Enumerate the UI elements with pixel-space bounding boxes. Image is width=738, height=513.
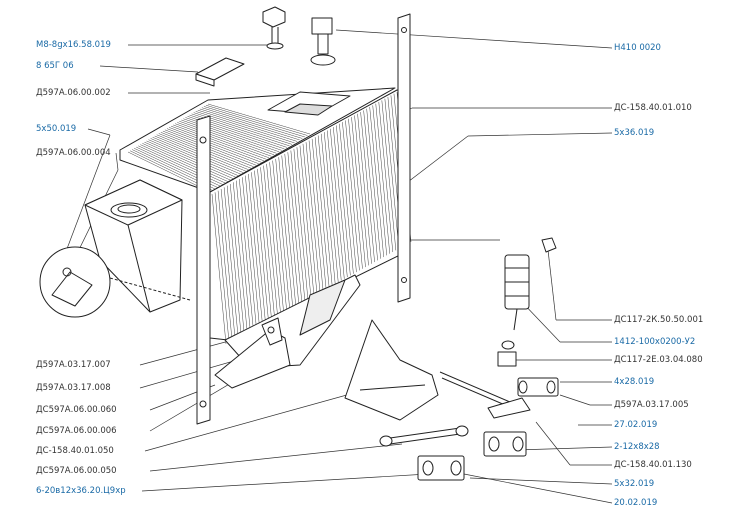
radiator-core-icon [119, 87, 412, 345]
part-label-l03: Д597А.06.00.002 [36, 88, 111, 98]
part-label-r03[interactable]: 5х36.019 [614, 128, 655, 138]
part-label-l08: ДС597А.06.00.060 [36, 405, 117, 415]
part-label-r07[interactable]: 4х28.019 [614, 377, 655, 387]
part-label-r01[interactable]: Н410 0020 [614, 43, 661, 53]
detail-magnifier-icon [39, 246, 191, 318]
part-label-l07: Д597А.03.17.008 [36, 383, 111, 393]
mount-bracket-right [344, 319, 439, 421]
part-label-l06: Д597А.03.17.007 [36, 360, 111, 370]
part-label-r04: ДС117-2К.50.50.001 [614, 315, 704, 325]
bracket-icon [196, 13, 411, 425]
part-label-r05[interactable]: 1412-100х0200-У2 [614, 337, 696, 347]
part-label-r08: Д597А.03.17.005 [614, 400, 689, 410]
part-label-l04[interactable]: 5х50.019 [36, 124, 77, 134]
part-label-l12[interactable]: 6-20в12х36.20.Ц9хр [36, 486, 126, 496]
part-label-l11: ДС597А.06.00.050 [36, 466, 117, 476]
tie-rods [379, 371, 531, 447]
part-label-l10: ДС-158.40.01.050 [36, 446, 114, 456]
part-label-l01[interactable]: М8-8gх16.58.019 [36, 40, 111, 50]
part-label-r13[interactable]: 20.02.019 [614, 498, 658, 508]
part-label-r02: ДС-158.40.01.010 [614, 103, 692, 113]
part-label-r06: ДС117-2Е.03.04.080 [614, 355, 703, 365]
mount-bracket-left [214, 317, 291, 389]
pad-icon [195, 57, 245, 87]
part-label-r10[interactable]: 2-12х8х28 [614, 442, 660, 452]
part-label-l02[interactable]: 8 65Г 06 [36, 61, 74, 71]
tank-icon [84, 91, 351, 313]
part-label-l05: Д597А.06.00.004 [36, 148, 111, 158]
part-label-r11: ДС-158.40.01.130 [614, 460, 692, 470]
part-label-r09[interactable]: 27.02.019 [614, 420, 658, 430]
bolt-icon [262, 6, 286, 50]
sensor-icon [497, 237, 557, 367]
cap-icon [310, 17, 336, 66]
part-label-r12[interactable]: 5х32.019 [614, 479, 655, 489]
part-label-l09: ДС597А.06.00.006 [36, 426, 117, 436]
pin-sets [417, 377, 559, 481]
